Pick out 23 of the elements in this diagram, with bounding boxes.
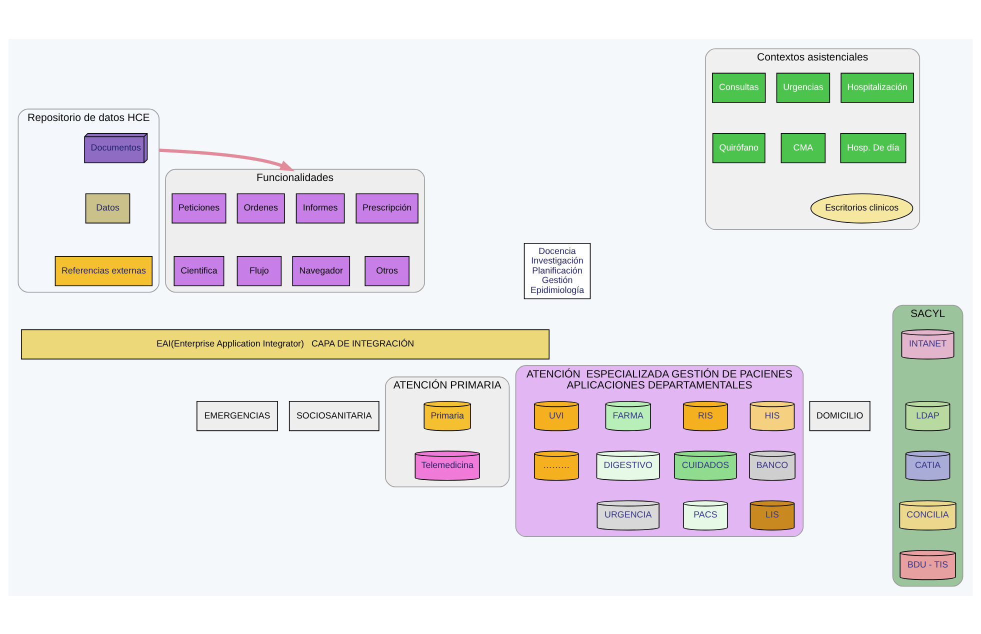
node-box: Cientifica xyxy=(174,256,224,286)
node-box: Docencia Investigación Planificación Gestión Epidimiología xyxy=(524,242,591,299)
node-box: Flujo xyxy=(236,256,282,286)
node-box: SOCIOSANITARIA xyxy=(288,400,380,431)
node-box: Hosp. De día xyxy=(840,132,906,163)
node-box: DOMICILIO xyxy=(809,400,870,431)
node-box: CMA xyxy=(780,132,826,163)
node-box: Prescripción xyxy=(356,192,418,223)
node-box: Quirófano xyxy=(712,132,766,163)
node-ellipse: Escritorios clinicos xyxy=(810,192,914,223)
node-box: Datos xyxy=(85,192,130,223)
node-box: Peticiones xyxy=(172,192,226,223)
node-box: Referencias externas xyxy=(54,256,153,286)
node-box: Navegador xyxy=(292,256,350,286)
node-box: Ordenes xyxy=(236,192,285,223)
node-box: Informes xyxy=(296,192,345,223)
node-box: Consultas xyxy=(712,72,766,102)
arrow xyxy=(159,148,295,171)
node-box: Otros xyxy=(364,256,410,286)
node-box: EMERGENCIAS xyxy=(196,400,278,431)
node-box: Urgencias xyxy=(776,72,830,102)
node-box: EAI(Enterprise Application Integrator) CAPA DE INTEGRACIÓN xyxy=(21,328,550,359)
node-box: Hospitalización xyxy=(840,72,914,102)
